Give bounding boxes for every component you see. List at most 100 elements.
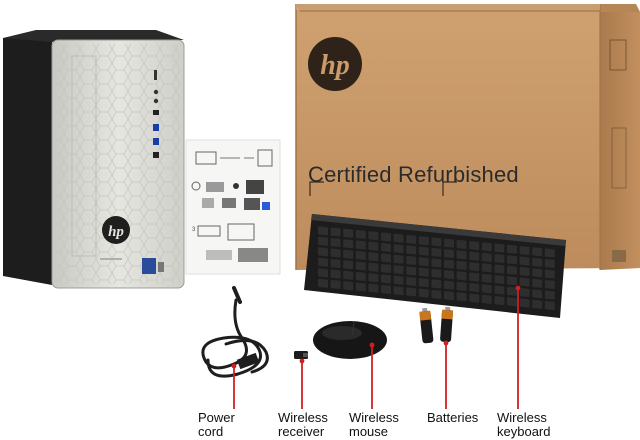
keyboard-key [418, 288, 429, 298]
svg-text:3: 3 [192, 227, 196, 233]
keyboard-key [519, 288, 530, 298]
power-cord [201, 286, 269, 378]
keyboard-key [456, 281, 467, 291]
keyboard-key [381, 284, 391, 294]
keyboard-key [532, 247, 543, 257]
keyboard-key [431, 237, 442, 247]
keyboard-key [481, 252, 492, 262]
keyboard-key [330, 269, 341, 279]
desktop-tower [3, 30, 185, 289]
keyboard-key [444, 270, 454, 280]
keyboard-key [469, 293, 480, 303]
keyboard-key [544, 301, 555, 311]
wireless-keyboard [304, 214, 566, 318]
keyboard-key [418, 278, 429, 288]
keyboard-key [456, 260, 467, 270]
keyboard-key [318, 236, 328, 246]
keyboard-key [544, 248, 555, 258]
keyboard-key [330, 259, 341, 269]
keyboard-key [519, 246, 530, 256]
keyboard-key [444, 259, 454, 269]
batteries [419, 306, 454, 344]
keyboard-key [318, 268, 328, 278]
keyboard-key [444, 238, 454, 248]
keyboard-key [431, 289, 442, 299]
keyboard-key [494, 275, 505, 285]
keyboard-key [507, 286, 517, 296]
keyboard-key [343, 260, 354, 270]
keyboard-key [456, 292, 467, 302]
keyboard-key [330, 227, 341, 237]
keyboard-key [368, 241, 379, 251]
keyboard-key [406, 287, 417, 297]
keyboard-key [519, 298, 530, 308]
keyboard-key [469, 241, 480, 251]
keyboard-key [544, 290, 555, 300]
keyboard-key [456, 271, 467, 281]
keyboard-key [330, 248, 341, 258]
keyboard-key [444, 249, 454, 259]
keyboard-key [532, 257, 543, 267]
keyboard-key [494, 254, 505, 264]
keyboard-key [330, 280, 341, 290]
keyboard-key [318, 257, 328, 267]
keyboard-key [481, 284, 492, 294]
keyboard-key [418, 236, 429, 246]
keyboard-key [318, 247, 328, 257]
svg-text:hp: hp [108, 224, 124, 240]
keyboard-key [469, 251, 480, 261]
keyboard-key [469, 262, 480, 272]
keyboard-key [368, 231, 379, 241]
keyboard-key [368, 252, 379, 262]
keyboard-key [431, 247, 442, 257]
keyboard-key [343, 228, 354, 238]
keyboard-key [507, 255, 517, 265]
keyboard-key [343, 249, 354, 259]
keyboard-key [494, 264, 505, 274]
keyboard-key [355, 271, 366, 281]
keyboard-key [456, 239, 467, 249]
keyboard-key [431, 279, 442, 289]
keyboard-key [381, 242, 391, 252]
keyboard-key [532, 278, 543, 288]
keyboard-key [519, 256, 530, 266]
keyboard-key [544, 269, 555, 279]
keyboard-key [418, 257, 429, 267]
keyboard-key [532, 299, 543, 309]
keyboard-key [507, 276, 517, 286]
keyboard-key [406, 276, 417, 286]
keyboard-key [381, 263, 391, 273]
keyboard-key [343, 239, 354, 249]
keyboard-key [368, 283, 379, 293]
keyboard-key [393, 233, 404, 243]
keyboard-key [393, 244, 404, 254]
keyboard-key [444, 280, 454, 290]
label-wireless-receiver: Wireless receiver [278, 410, 328, 439]
keyboard-key [343, 270, 354, 280]
keyboard-keys [318, 226, 555, 311]
box-caption: Certified Refurbished [308, 162, 519, 187]
setup-guide: 3 [185, 139, 281, 275]
label-batteries: Batteries [427, 410, 479, 425]
keyboard-key [381, 232, 391, 242]
keyboard-key [469, 272, 480, 282]
keyboard-key [318, 226, 328, 236]
box-hp-logo: hp [308, 37, 362, 91]
keyboard-key [544, 280, 555, 290]
keyboard-key [532, 289, 543, 299]
keyboard-key [519, 277, 530, 287]
keyboard-key [330, 238, 341, 248]
keyboard-key [381, 274, 391, 284]
keyboard-key [431, 268, 442, 278]
keyboard-key [355, 282, 366, 292]
keyboard-key [318, 278, 328, 288]
wireless-mouse [313, 321, 387, 359]
keyboard-key [381, 253, 391, 263]
keyboard-key [393, 254, 404, 264]
keyboard-key [519, 267, 530, 277]
keyboard-key [507, 244, 517, 254]
keyboard-key [507, 297, 517, 307]
keyboard-key [444, 291, 454, 301]
keyboard-key [481, 294, 492, 304]
